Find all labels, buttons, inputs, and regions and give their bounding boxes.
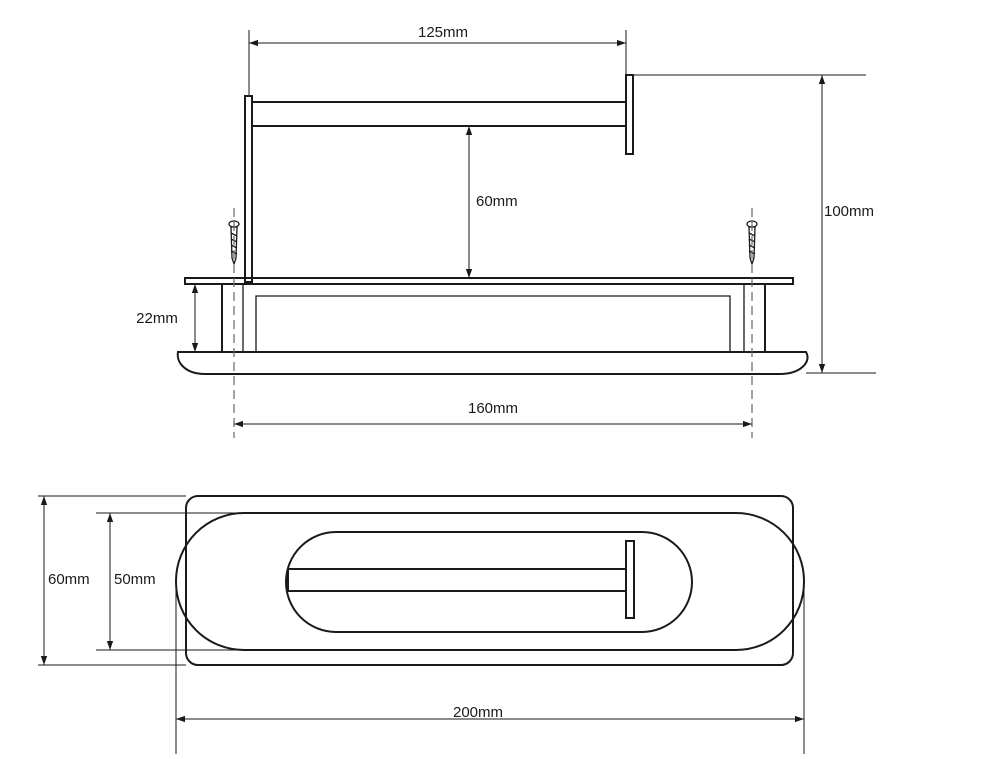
inner-opening [285, 531, 693, 633]
end-cap-top [625, 540, 635, 619]
top-view: 60mm 50mm 200mm [38, 495, 805, 754]
base-recess [255, 295, 731, 352]
dim-label-base-height: 22mm [136, 310, 178, 327]
base-flange [176, 351, 809, 375]
vertical-post [244, 95, 253, 283]
dim-label-screw-spacing: 160mm [468, 400, 518, 417]
dim-label-arm-length: 125mm [418, 24, 468, 41]
horizontal-arm [251, 101, 627, 127]
dim-label-inner-height: 50mm [114, 571, 156, 588]
dim-label-total-width: 200mm [453, 704, 503, 721]
wall-plate [185, 495, 794, 666]
arm-top [287, 568, 627, 592]
arm-end-cap [625, 74, 634, 155]
side-view: 125mm 60mm 100mm 22mm 160mm [136, 24, 876, 438]
base-body [221, 283, 766, 353]
dim-label-outer-height: 60mm [48, 571, 90, 588]
dim-label-total-height: 100mm [824, 203, 874, 220]
base-cover [175, 512, 805, 651]
dim-label-roll-gap: 60mm [476, 193, 518, 210]
